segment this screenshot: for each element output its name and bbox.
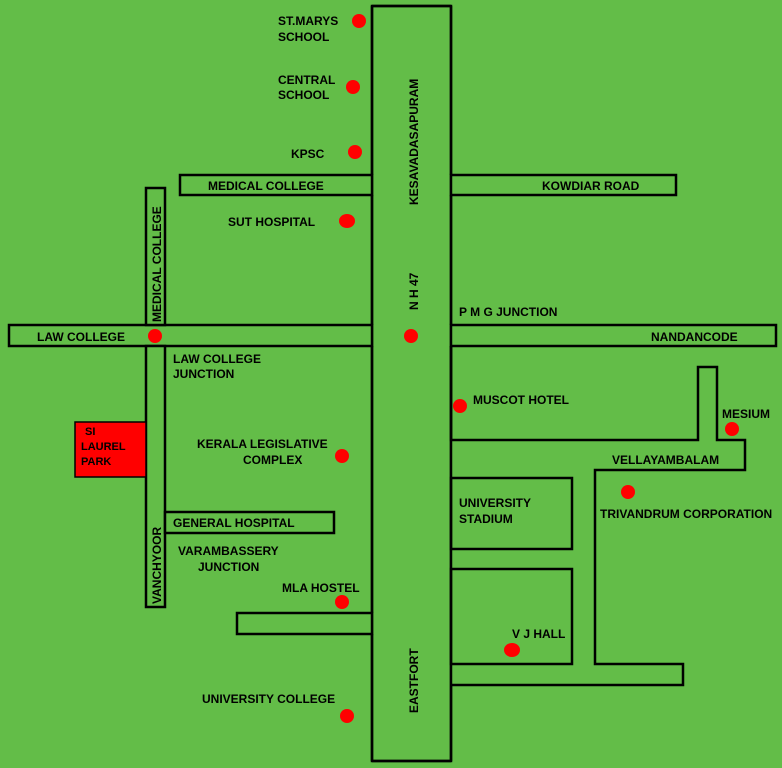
label-central-school-1: CENTRAL [278, 73, 335, 87]
road-general-hospital [163, 510, 336, 535]
label-nandancode: NANDANCODE [651, 330, 738, 344]
label-varambassery-2: JUNCTION [198, 560, 259, 574]
label-law-college-junction-1: LAW COLLEGE [173, 352, 261, 366]
site-box [74, 421, 147, 478]
label-nh47: N H 47 [407, 272, 421, 310]
label-kerala-legislative-2: COMPLEX [243, 453, 302, 467]
marker-muscot-hotel [453, 399, 467, 413]
marker-law-college [148, 329, 162, 343]
marker-mla-hostel [335, 595, 349, 609]
project-site: SI LAUREL PARK [74, 421, 147, 478]
label-university-stadium-2: STADIUM [459, 512, 513, 526]
label-varambassery-1: VARAMBASSERY [178, 544, 279, 558]
road-lower-connector [235, 611, 374, 636]
label-university-college: UNIVERSITY COLLEGE [202, 692, 335, 706]
marker-nh47-junction [404, 329, 418, 343]
label-pmg-junction: P M G JUNCTION [459, 305, 557, 319]
road-law-college [7, 323, 374, 348]
label-medical-college-h: MEDICAL COLLEGE [208, 179, 324, 193]
place-labels: ST.MARYS SCHOOL CENTRAL SCHOOL KPSC SUT … [173, 14, 772, 706]
label-st-marys-2: SCHOOL [278, 30, 329, 44]
label-kowdiar-road: KOWDIAR ROAD [542, 179, 640, 193]
location-markers [148, 14, 739, 723]
site-label-line2: LAUREL [81, 441, 126, 453]
marker-st-marys [352, 14, 366, 28]
label-vellayambalam: VELLAYAMBALAM [612, 453, 719, 467]
label-kerala-legislative-1: KERALA LEGISLATIVE [197, 437, 328, 451]
label-trivandrum-corporation: TRIVANDRUM CORPORATION [600, 507, 772, 521]
marker-vj-hall [504, 643, 520, 657]
marker-trivandrum-corporation [621, 485, 635, 499]
block-university-stadium [449, 476, 574, 551]
marker-sut-hospital [339, 214, 355, 228]
label-university-stadium-1: UNIVERSITY [459, 496, 531, 510]
label-general-hospital: GENERAL HOSPITAL [173, 516, 295, 530]
label-central-school-2: SCHOOL [278, 88, 329, 102]
marker-university-college [340, 709, 354, 723]
label-kesavadasapuram: KESAVADASAPURAM [407, 79, 421, 205]
label-vanchyoor: VANCHYOOR [150, 527, 164, 604]
label-muscot-hotel: MUSCOT HOTEL [473, 393, 569, 407]
label-st-marys-1: ST.MARYS [278, 14, 338, 28]
label-law-college: LAW COLLEGE [37, 330, 125, 344]
site-label-line3: PARK [81, 456, 111, 468]
marker-kpsc [348, 145, 362, 159]
road-medical-college-v [144, 186, 167, 327]
road-kowdiar [449, 173, 678, 197]
road-nandancode [449, 323, 778, 348]
label-medical-college-v: MEDICAL COLLEGE [150, 206, 164, 322]
label-sut-hospital: SUT HOSPITAL [228, 215, 315, 229]
label-mla-hostel: MLA HOSTEL [282, 581, 360, 595]
road-medical-college-h [178, 173, 374, 197]
label-kpsc: KPSC [291, 147, 325, 161]
label-law-college-junction-2: JUNCTION [173, 367, 234, 381]
marker-mesium [725, 422, 739, 436]
road-nh47-fill [373, 7, 450, 760]
label-mesium: MESIUM [722, 407, 770, 421]
road-labels: KESAVADASAPURAM N H 47 EASTFORT MEDICAL … [37, 79, 738, 713]
label-vj-hall: V J HALL [512, 627, 565, 641]
label-eastfort: EASTFORT [407, 648, 421, 713]
roads [7, 4, 778, 763]
marker-kerala-legislative [335, 449, 349, 463]
site-label-line1: SI [85, 426, 95, 438]
marker-central-school [346, 80, 360, 94]
